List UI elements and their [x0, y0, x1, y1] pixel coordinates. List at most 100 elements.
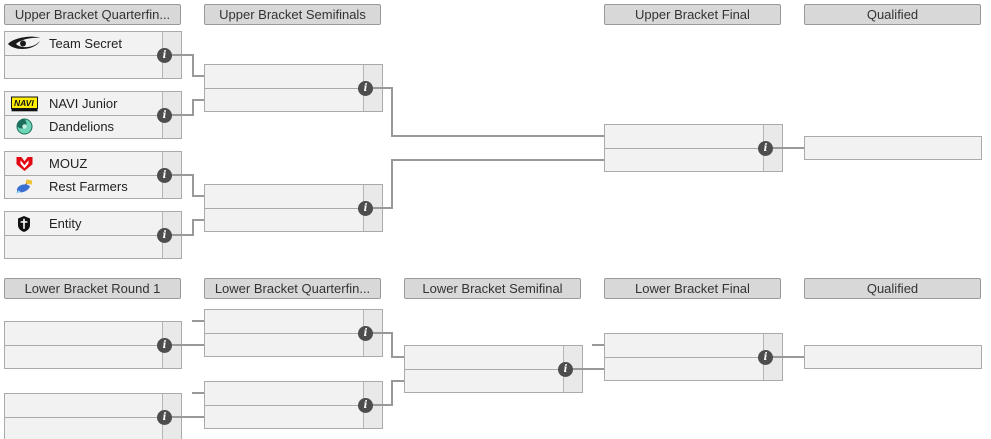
- team-slot[interactable]: NAVI NAVI Junior: [5, 92, 181, 115]
- slot-divider: [605, 357, 782, 358]
- team-slot-empty: [205, 310, 382, 333]
- round-header-lb-round1: Lower Bracket Round 1: [4, 278, 181, 299]
- bracket-connector: [192, 99, 204, 101]
- info-icon[interactable]: i: [157, 338, 172, 353]
- match-lb-round1-2: i: [4, 393, 182, 439]
- bracket-connector: [192, 195, 204, 197]
- bracket-connector: [391, 356, 404, 358]
- info-icon[interactable]: i: [157, 108, 172, 123]
- bracket-connector: [192, 320, 204, 322]
- info-icon[interactable]: i: [558, 362, 573, 377]
- bracket-connector: [160, 54, 194, 56]
- bracket-connector: [192, 75, 204, 77]
- team-slot[interactable]: Entity: [5, 212, 181, 235]
- slot-divider: [5, 417, 181, 418]
- team-name[interactable]: Entity: [49, 216, 82, 231]
- match-lb-semifinal: i: [404, 345, 583, 393]
- entity-logo: [5, 215, 43, 232]
- team-slot-empty: [5, 417, 181, 439]
- match-ub-quarterfinal-1: Team Secret i: [4, 31, 182, 79]
- svg-text:NAVI: NAVI: [14, 98, 34, 108]
- bracket-connector: [391, 380, 404, 382]
- navi-junior-logo: NAVI: [5, 96, 43, 112]
- team-slot-empty: [405, 346, 582, 369]
- team-slot[interactable]: Dandelions: [5, 115, 181, 138]
- slot-divider: [5, 345, 181, 346]
- team-name[interactable]: Team Secret: [49, 36, 122, 51]
- bracket-connector: [160, 114, 194, 116]
- dandelions-logo: [5, 118, 43, 135]
- team-slot-empty: [5, 394, 181, 417]
- slot-divider: [5, 235, 181, 236]
- bracket-connector: [361, 404, 393, 406]
- match-ub-final: i: [604, 124, 783, 172]
- info-icon[interactable]: i: [157, 48, 172, 63]
- slot-divider: [405, 369, 582, 370]
- bracket-connector: [192, 99, 194, 116]
- match-ub-quarterfinal-3: MOUZ Rest Farmers i: [4, 151, 182, 199]
- bracket-connector: [160, 174, 194, 176]
- info-icon[interactable]: i: [358, 201, 373, 216]
- team-slot-empty: [5, 55, 181, 78]
- match-lb-quarterfinal-2: i: [204, 381, 383, 429]
- bracket-connector: [361, 207, 393, 209]
- team-name[interactable]: MOUZ: [49, 156, 88, 171]
- round-header-lb-quarterfinals: Lower Bracket Quarterfin...: [204, 278, 381, 299]
- team-slot[interactable]: MOUZ: [5, 152, 181, 175]
- team-slot-empty: [605, 148, 782, 171]
- slot-divider: [205, 405, 382, 406]
- qualified-slot-lower: [804, 345, 982, 369]
- info-icon[interactable]: i: [358, 81, 373, 96]
- team-name[interactable]: Rest Farmers: [49, 179, 128, 194]
- bracket-connector: [160, 416, 204, 418]
- match-ub-semifinal-1: i: [204, 64, 383, 112]
- slot-divider: [5, 175, 181, 176]
- round-header-lb-semifinal: Lower Bracket Semifinal: [404, 278, 581, 299]
- team-slot-empty: [605, 334, 782, 357]
- round-header-lb-final: Lower Bracket Final: [604, 278, 781, 299]
- slot-divider: [5, 115, 181, 116]
- info-icon[interactable]: i: [758, 141, 773, 156]
- bracket-connector: [761, 147, 804, 149]
- info-icon[interactable]: i: [157, 168, 172, 183]
- bracket-connector: [192, 392, 204, 394]
- info-icon[interactable]: i: [157, 410, 172, 425]
- team-slot-empty: [205, 405, 382, 428]
- mouz-logo: [5, 156, 43, 172]
- match-ub-semifinal-2: i: [204, 184, 383, 232]
- slot-divider: [205, 208, 382, 209]
- team-slot[interactable]: Rest Farmers: [5, 175, 181, 198]
- team-slot-empty: [5, 235, 181, 258]
- bracket-connector: [761, 356, 804, 358]
- info-icon[interactable]: i: [758, 350, 773, 365]
- round-header-ub-final: Upper Bracket Final: [604, 4, 781, 25]
- bracket-connector: [160, 344, 204, 346]
- team-name[interactable]: NAVI Junior: [49, 96, 118, 111]
- team-slot[interactable]: Team Secret: [5, 32, 181, 55]
- slot-divider: [605, 148, 782, 149]
- round-header-ub-quarterfinals: Upper Bracket Quarterfin...: [4, 4, 181, 25]
- team-slot-empty: [605, 125, 782, 148]
- rest-farmers-logo: [5, 178, 43, 195]
- info-icon[interactable]: i: [358, 398, 373, 413]
- team-slot-empty: [205, 333, 382, 356]
- team-slot-empty: [5, 345, 181, 368]
- bracket-connector: [192, 219, 194, 236]
- slot-divider: [205, 88, 382, 89]
- bracket-connector: [391, 159, 604, 161]
- bracket-connector: [391, 159, 393, 209]
- slot-divider: [5, 55, 181, 56]
- qualified-slot-upper: [804, 136, 982, 160]
- team-slot-empty: [205, 65, 382, 88]
- round-header-ub-qualified: Qualified: [804, 4, 981, 25]
- info-icon[interactable]: i: [358, 326, 373, 341]
- team-name[interactable]: Dandelions: [49, 119, 115, 134]
- match-ub-quarterfinal-4: Entity i: [4, 211, 182, 259]
- bracket-connector: [391, 332, 393, 358]
- round-header-ub-semifinals: Upper Bracket Semifinals: [204, 4, 381, 25]
- bracket-connector: [592, 344, 604, 346]
- bracket-connector: [361, 87, 393, 89]
- bracket-connector: [361, 332, 393, 334]
- info-icon[interactable]: i: [157, 228, 172, 243]
- team-secret-logo: [5, 36, 43, 51]
